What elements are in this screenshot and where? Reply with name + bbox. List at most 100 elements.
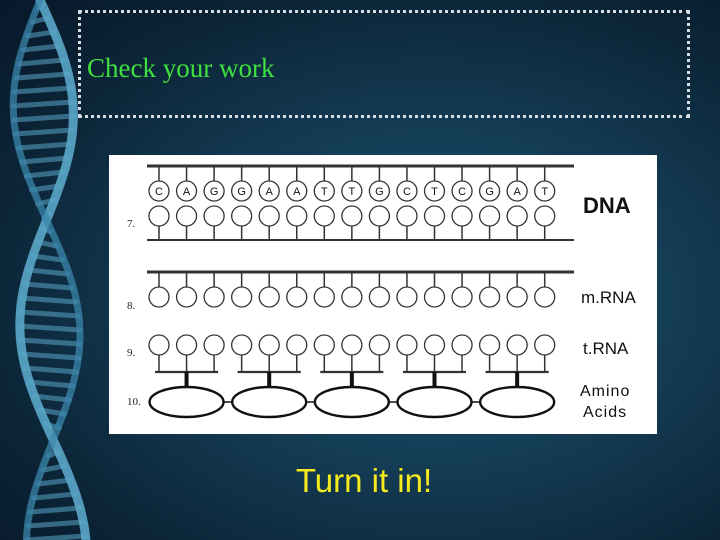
dna-bottom-base-circle <box>175 205 198 227</box>
helix-rung <box>31 491 79 501</box>
trna-base-circle <box>341 334 363 356</box>
trna-base-circle <box>258 334 280 356</box>
dna-top-base-letter: T <box>431 186 438 198</box>
mrna-base-circle <box>451 286 473 308</box>
mrna-base-circle <box>286 286 308 308</box>
dna-top-base-circle <box>258 180 280 202</box>
dna-bottom-base-circle <box>368 205 391 227</box>
amino-acid-oval <box>396 385 473 419</box>
dna-bottom-base-circle <box>396 205 418 227</box>
helix-rung <box>22 365 80 375</box>
helix-rung <box>27 505 83 515</box>
helix-rung <box>11 85 74 95</box>
helix-strand-b <box>9 0 84 540</box>
helix-rung <box>19 351 82 361</box>
mrna-base-circle <box>313 286 335 308</box>
trna-base-circle <box>148 334 170 356</box>
dna-top-base-circle <box>203 180 225 202</box>
trna-base-circle <box>506 334 528 356</box>
dna-top-base-circle <box>313 180 335 202</box>
trna-strand <box>148 334 556 374</box>
trna-base-circle <box>534 334 556 356</box>
dna-bottom-base-circle <box>230 205 253 227</box>
helix-rung <box>18 337 83 347</box>
trna-base-circle <box>478 334 501 356</box>
dna-bottom-base-circle <box>451 205 473 227</box>
helix-rung <box>13 71 71 81</box>
row-number-10: 10. <box>127 396 141 408</box>
mrna-base-circle <box>423 286 446 308</box>
trna-base-circle <box>230 334 253 356</box>
dna-bottom-base-circle <box>341 205 363 227</box>
mrna-label: m.RNA <box>581 288 636 307</box>
dna-top-base-circle <box>368 180 391 202</box>
dna-top-base-letter: T <box>321 186 328 198</box>
amino-label-line2: Acids <box>583 404 627 421</box>
dna-bottom-base-circle <box>258 205 280 227</box>
trna-base-circle <box>203 334 225 356</box>
dna-bottom-base-circle <box>286 205 308 227</box>
dna-top-base-letter: C <box>458 186 466 198</box>
mrna-base-circle <box>203 286 225 308</box>
mrna-base-circle <box>506 286 528 308</box>
dna-top-base-circle <box>230 180 253 202</box>
mrna-base-circle <box>175 286 198 308</box>
footer-wrap: Turn it in! <box>0 462 720 500</box>
amino-acid-oval <box>230 385 308 419</box>
trna-base-circle <box>286 334 308 356</box>
dna-bottom-base-circle <box>506 205 528 227</box>
mrna-base-circle <box>478 286 501 308</box>
dna-top-base-letter: A <box>183 186 191 198</box>
helix-rung <box>17 323 83 333</box>
helix-rung <box>16 57 67 67</box>
dna-top-base-circle <box>396 180 418 202</box>
dna-top-base-letter: T <box>541 186 548 198</box>
helix-rung <box>17 309 81 319</box>
trna-label: t.RNA <box>583 339 629 358</box>
dna-top-base-letter: G <box>210 186 219 198</box>
dna-top-base-circle <box>148 180 170 202</box>
mrna-base-circle <box>230 286 253 308</box>
helix-rung <box>15 141 74 151</box>
dna-top-base-circle <box>534 180 556 202</box>
dna-top-base-letter: T <box>348 186 355 198</box>
helix-rung <box>25 267 71 277</box>
helix-rung <box>19 155 71 165</box>
dna-top-base-circle <box>175 180 198 202</box>
dna-bottom-base-circle <box>148 205 170 227</box>
helix-rung <box>35 477 74 487</box>
dna-top-base-letter: C <box>403 186 411 198</box>
title-box: Check your work <box>78 10 690 118</box>
dna-top-base-letter: G <box>237 186 246 198</box>
dna-top-base-circle <box>341 180 363 202</box>
dna-bottom-base-circle <box>423 205 446 227</box>
amino-acid-oval <box>478 385 556 419</box>
dna-top-base-letter: C <box>155 186 163 198</box>
dna-top-base-letter: G <box>485 186 494 198</box>
dna-bottom-base-circle <box>534 205 556 227</box>
dna-top-base-circle <box>423 180 446 202</box>
dna-bottom-base-circle <box>478 205 501 227</box>
dna-top-base-letter: A <box>266 186 274 198</box>
trna-base-circle <box>423 334 446 356</box>
row-number-9: 9. <box>127 347 136 359</box>
helix-rung <box>26 379 77 389</box>
helix-rung <box>23 169 67 179</box>
mrna-base-circle <box>368 286 391 308</box>
helix-rung <box>31 393 72 403</box>
trna-base-circle <box>175 334 198 356</box>
slide-title: Check your work <box>87 53 275 83</box>
trna-base-circle <box>396 334 418 356</box>
dna-bottom-base-circle <box>203 205 225 227</box>
mrna-strand <box>148 272 556 308</box>
mrna-base-circle <box>341 286 363 308</box>
helix-rung <box>20 43 63 53</box>
dna-top-base-circle <box>451 180 473 202</box>
helix-rung <box>24 533 89 540</box>
mrna-base-circle <box>534 286 556 308</box>
dna-label: DNA <box>583 193 631 218</box>
dna-bottom-base-circle <box>313 205 335 227</box>
helix-rung <box>25 519 86 529</box>
